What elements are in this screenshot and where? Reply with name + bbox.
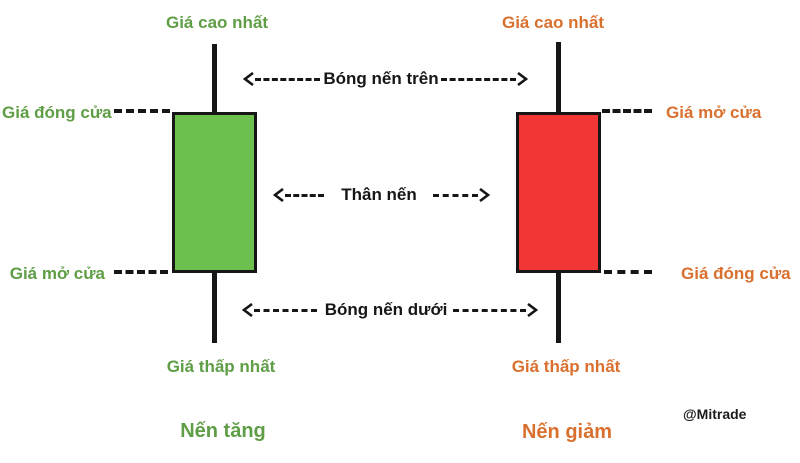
arrowhead-left-icon [243, 72, 254, 86]
upper-shadow-arrow-left [243, 72, 320, 86]
bearish-open-label: Giá mở cửa [666, 103, 762, 122]
bearish-close-label: Giá đóng cửa [681, 264, 791, 283]
lower-shadow-arrow-left [242, 303, 317, 317]
bullish-open-connector-line [114, 270, 168, 274]
bullish-close-connector-line [114, 109, 170, 113]
body-label: Thân nến [341, 185, 417, 204]
bearish-lower-wick [556, 271, 561, 343]
bearish-high-label: Giá cao nhất [501, 13, 605, 32]
lower-shadow-arrow-right [453, 303, 538, 317]
arrowhead-right-icon [517, 72, 528, 86]
bullish-close-label: Giá đóng cửa [2, 103, 112, 122]
bullish-open-label: Giá mở cửa [9, 264, 105, 283]
bearish-caption: Nến giảm [521, 421, 613, 443]
bearish-upper-wick [556, 42, 561, 114]
arrowhead-left-icon [242, 303, 253, 317]
bullish-candle-body [172, 112, 257, 273]
bullish-caption: Nến tăng [180, 420, 266, 442]
bullish-upper-wick [212, 44, 217, 114]
bearish-close-connector-line [604, 270, 652, 274]
upper-shadow-label: Bóng nến trên [323, 69, 439, 88]
body-arrow-right [433, 188, 490, 202]
upper-shadow-arrow-right [441, 72, 528, 86]
bearish-low-label: Giá thấp nhất [511, 357, 621, 376]
arrowhead-right-icon [479, 188, 490, 202]
bearish-open-connector-line [602, 109, 652, 113]
body-arrow-left [273, 188, 324, 202]
bullish-high-label: Giá cao nhất [165, 13, 269, 32]
bullish-lower-wick [212, 271, 217, 343]
bullish-low-label: Giá thấp nhất [166, 357, 276, 376]
lower-shadow-label: Bóng nến dưới [324, 300, 448, 319]
arrowhead-right-icon [527, 303, 538, 317]
watermark: @Mitrade [683, 406, 747, 422]
bearish-candle-body [516, 112, 601, 273]
arrowhead-left-icon [273, 188, 284, 202]
